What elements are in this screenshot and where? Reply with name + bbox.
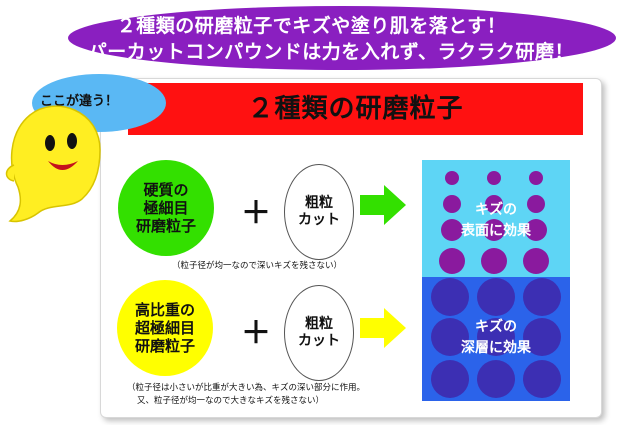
surface-effect-line-2: 表面に効果 [461, 223, 531, 239]
speech-bubble-text: ここが違う！ [40, 94, 119, 109]
deep-effect-label: キズの 深層に効果 [422, 317, 570, 359]
small-particles-icon [439, 171, 549, 274]
row2-note-line-1: （粒子径は小さいが比重が大きい為、キズの深い部分に作用。 [127, 383, 366, 393]
arrow-right-icon [360, 185, 406, 225]
coarse-cut-line-2b: カット [298, 333, 340, 349]
row1-note: （粒子径が均一なので深いキズを残さない） [172, 261, 343, 271]
coarse-cut-line-2a: 粗粒 [305, 316, 333, 332]
deep-effect-line-1: キズの [475, 319, 517, 335]
plus-sign-1: ＋ [241, 196, 271, 231]
headline-line-2: スーパーカットコンパウンドは力を入れず、ラクラク研磨！ [49, 41, 574, 63]
deep-effect-line-2: 深層に効果 [461, 340, 531, 356]
title-bar [128, 83, 583, 135]
heavy-particle-line-2: 超極細目 [134, 319, 195, 337]
large-particles-icon [431, 278, 561, 398]
coarse-cut-line-1b: カット [298, 212, 340, 228]
headline-banner [68, 6, 616, 70]
section-title: ２種類の研磨粒子 [247, 94, 464, 124]
surface-effect-label: キズの 表面に効果 [422, 200, 570, 242]
hard-particle-line-1: 硬質の [143, 181, 189, 199]
hard-particle-line-2: 極細目 [143, 199, 189, 217]
row2-note-line-2: 又、粒子径が均一なので大きなキズを残さない） [137, 396, 325, 406]
heavy-particle-line-3: 研磨粒子 [134, 337, 195, 355]
coarse-cut-oval-2: 粗粒 カット [284, 285, 354, 381]
arrow-right-icon [360, 308, 406, 348]
headline-line-1: ２種類の研磨粒子でキズや塗り肌を落とす！ [116, 15, 507, 37]
hard-particle-line-3: 研磨粒子 [135, 217, 196, 235]
coarse-cut-line-1a: 粗粒 [305, 195, 333, 211]
coarse-cut-oval-1: 粗粒 カット [284, 164, 354, 260]
surface-effect-line-1: キズの [475, 202, 517, 218]
hard-particle-circle: 硬質の 極細目 研磨粒子 [118, 160, 214, 256]
ghost-mascot-icon [5, 105, 101, 223]
heavy-particle-line-1: 高比重の [134, 301, 195, 319]
heavy-particle-circle: 高比重の 超極細目 研磨粒子 [117, 280, 213, 376]
plus-sign-2: ＋ [241, 316, 271, 351]
